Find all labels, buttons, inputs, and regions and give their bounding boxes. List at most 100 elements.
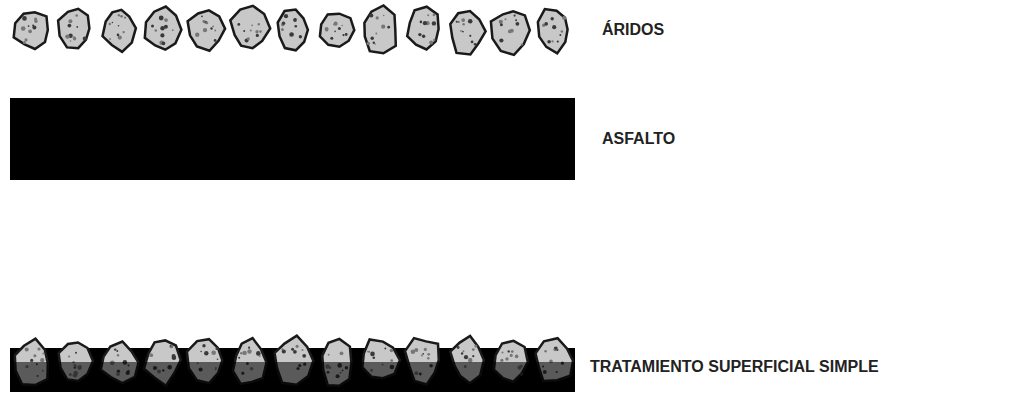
stone-texture	[117, 354, 119, 356]
stone-texture	[83, 36, 87, 40]
stone-texture	[469, 35, 471, 37]
stone-texture	[472, 355, 474, 357]
stone-texture	[281, 28, 284, 31]
stone-texture	[468, 358, 472, 362]
stone-texture	[65, 34, 69, 38]
stone-texture	[118, 14, 120, 16]
stone-texture	[461, 18, 465, 22]
stone-texture	[302, 349, 304, 351]
stone-texture	[508, 350, 510, 352]
stone-texture	[373, 42, 375, 44]
stone-texture	[172, 29, 174, 31]
stone-texture	[516, 22, 520, 26]
stone-texture	[250, 29, 252, 31]
stone-texture	[499, 20, 503, 24]
stone-texture	[256, 34, 259, 37]
stone-texture	[28, 29, 32, 33]
stone-texture	[216, 347, 219, 350]
stone-texture	[420, 21, 423, 24]
stone-texture	[118, 25, 120, 27]
stone-texture	[374, 43, 376, 45]
stone-texture	[109, 23, 111, 25]
stone-texture	[160, 26, 164, 30]
stone-texture	[289, 32, 294, 37]
stone-texture	[282, 349, 286, 353]
stone-texture	[23, 41, 26, 44]
stone-texture	[210, 27, 212, 29]
aggregate-row	[14, 6, 568, 55]
stone-texture	[383, 15, 385, 17]
stone-texture	[112, 22, 114, 24]
stone-texture	[33, 354, 36, 357]
stone-texture	[238, 357, 240, 359]
stone-texture	[120, 15, 123, 18]
stone-texture	[170, 345, 172, 347]
stone-texture	[75, 352, 77, 354]
stone-texture	[551, 40, 553, 42]
stone-texture	[293, 18, 297, 22]
stone-texture	[418, 33, 421, 36]
stone-texture	[200, 351, 202, 353]
stone-texture	[422, 35, 425, 38]
stone-texture	[30, 359, 33, 362]
stone-texture	[373, 357, 376, 360]
stone-texture	[212, 26, 214, 28]
stone-texture	[429, 41, 433, 45]
stone-texture	[511, 350, 514, 353]
stone-texture	[334, 31, 336, 33]
stone-texture	[73, 37, 76, 40]
stone-texture	[427, 353, 430, 356]
stone-texture	[500, 23, 503, 26]
stone-texture	[502, 352, 504, 354]
stone-texture	[464, 355, 468, 359]
stone-texture	[369, 14, 373, 18]
layer-label: ASFALTO	[602, 129, 675, 148]
stone-texture	[170, 345, 174, 349]
stone-texture	[122, 31, 124, 33]
stone-texture	[151, 25, 154, 28]
layer-label: TRATAMIENTO SUPERFICIAL SIMPLE	[590, 357, 879, 376]
layer-label: ÁRIDOS	[602, 20, 664, 39]
stone-texture	[461, 352, 463, 354]
stone-texture	[505, 18, 507, 20]
stone-texture	[547, 40, 551, 44]
aggregate-stone	[450, 11, 485, 54]
stone-texture	[427, 14, 429, 16]
stone-texture	[243, 30, 245, 32]
stone-texture	[557, 349, 559, 351]
stone-texture	[557, 41, 559, 43]
stone-texture	[421, 355, 423, 357]
stone-texture	[284, 14, 288, 18]
stone-texture	[42, 353, 44, 355]
stone-texture	[510, 29, 514, 33]
stone-texture	[259, 30, 262, 33]
aggregate-stone	[230, 6, 270, 48]
stone-texture	[390, 359, 393, 362]
aggregate-stone	[538, 9, 568, 53]
stone-texture	[211, 350, 216, 355]
stone-texture	[433, 14, 436, 17]
stone-texture	[116, 350, 118, 352]
stone-texture	[247, 349, 251, 353]
aggregate-stone	[364, 6, 395, 54]
stone-texture	[256, 351, 261, 356]
stone-texture	[68, 19, 72, 23]
asphalt-overlay	[10, 362, 575, 392]
stone-texture	[376, 16, 379, 19]
stone-texture	[40, 358, 44, 362]
stone-texture	[559, 34, 561, 36]
stone-texture	[552, 25, 556, 29]
stone-texture	[424, 348, 427, 351]
stone-texture	[299, 35, 302, 38]
stone-texture	[325, 27, 329, 31]
stone-texture	[204, 351, 208, 355]
stone-texture	[456, 21, 458, 23]
stone-texture	[25, 348, 29, 352]
stone-texture	[242, 351, 246, 355]
stone-texture	[34, 20, 37, 23]
stone-texture	[282, 22, 285, 25]
stone-texture	[544, 350, 547, 353]
stone-texture	[462, 23, 464, 25]
stone-texture	[423, 21, 427, 25]
